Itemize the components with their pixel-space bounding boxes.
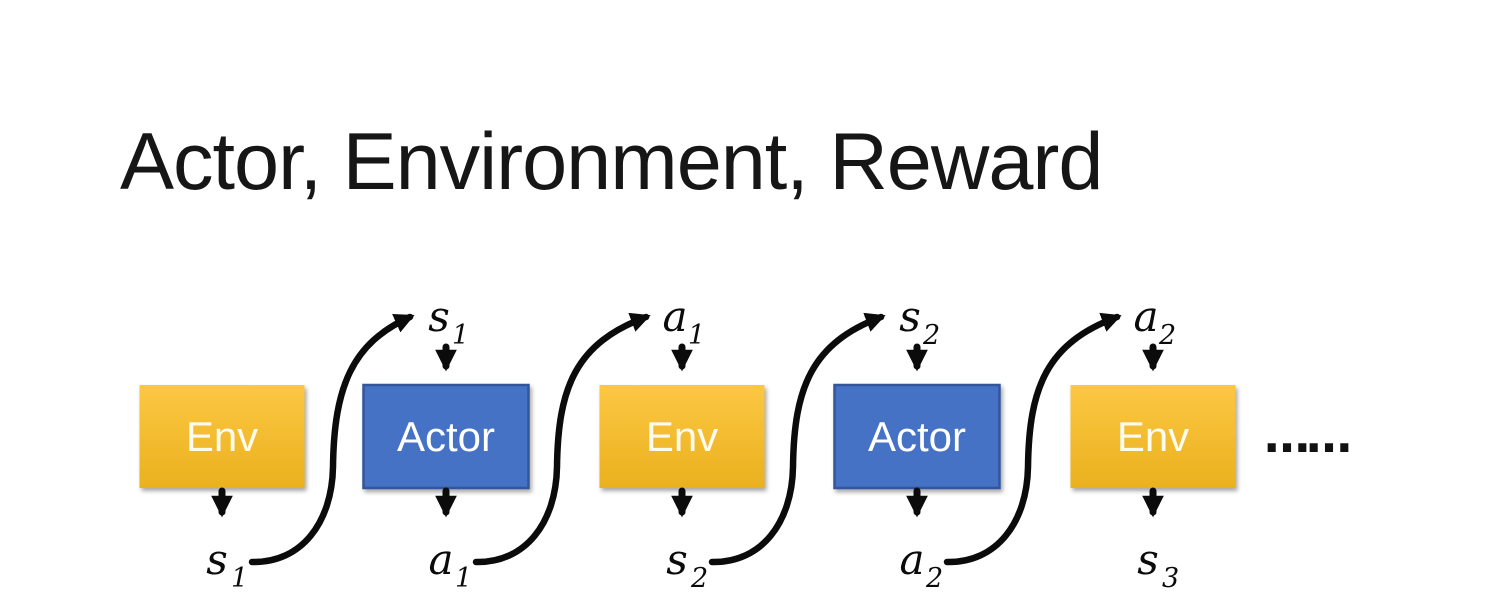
top-label-a2-sub: 2 (1158, 320, 1176, 351)
bottom-label-s3-base: s (1137, 535, 1159, 584)
env-box-1-label: Env (186, 413, 258, 460)
top-label-s2: s 2 (899, 292, 940, 351)
slide-title: Actor, Environment, Reward (120, 117, 1103, 207)
curve-arrow-1 (248, 313, 415, 566)
env-box-1-rect (139, 385, 305, 488)
env-box-2-rect (599, 385, 765, 488)
bottom-label-a2: a 2 (899, 535, 943, 594)
bottom-label-a1-base: a (428, 535, 453, 584)
bottom-label-s1: s 1 (206, 535, 248, 594)
actor-box-1: Actor (362, 383, 530, 490)
env-box-1: Env (139, 385, 305, 488)
top-label-a2-base: a (1133, 292, 1158, 341)
env-box-2-label: Env (646, 413, 718, 460)
bottom-label-s1-sub: 1 (231, 563, 248, 594)
actor-box-2-label: Actor (868, 413, 966, 460)
actor-box-2: Actor (833, 383, 1001, 490)
bottom-label-s2-sub: 2 (690, 563, 708, 594)
bottom-label-a2-sub: 2 (925, 563, 943, 594)
actor-box-1-label: Actor (397, 413, 495, 460)
top-label-a2: a 2 (1133, 292, 1176, 351)
bottom-label-s2-base: s (666, 535, 688, 584)
curve-arrow-4 (943, 312, 1122, 566)
bottom-label-s2: s 2 (666, 535, 708, 594)
env-box-3-label: Env (1117, 413, 1189, 460)
env-box-3-rect (1070, 385, 1236, 488)
top-label-s2-sub: 2 (922, 320, 940, 351)
ellipsis-dots: …… (1264, 409, 1349, 463)
top-label-s2-base: s (899, 292, 921, 341)
bottom-label-a1-sub: 1 (455, 563, 472, 594)
bottom-label-s3: s 3 (1137, 535, 1179, 594)
env-box-3: Env (1070, 385, 1236, 488)
top-label-s1-sub: 1 (452, 320, 469, 351)
bottom-label-a1: a 1 (428, 535, 472, 594)
top-label-s1-base: s (428, 292, 450, 341)
top-label-s1: s 1 (428, 292, 469, 351)
curve-arrow-2 (472, 312, 651, 566)
bottom-label-s1-base: s (206, 535, 228, 584)
env-box-2: Env (599, 385, 765, 488)
curve-arrow-3 (708, 312, 886, 566)
top-label-a1-base: a (662, 292, 687, 341)
bottom-label-s3-sub: 3 (1162, 563, 1179, 594)
top-label-a1-sub: 1 (688, 320, 705, 351)
top-label-a1: a 1 (662, 292, 705, 351)
bottom-label-a2-base: a (899, 535, 924, 584)
